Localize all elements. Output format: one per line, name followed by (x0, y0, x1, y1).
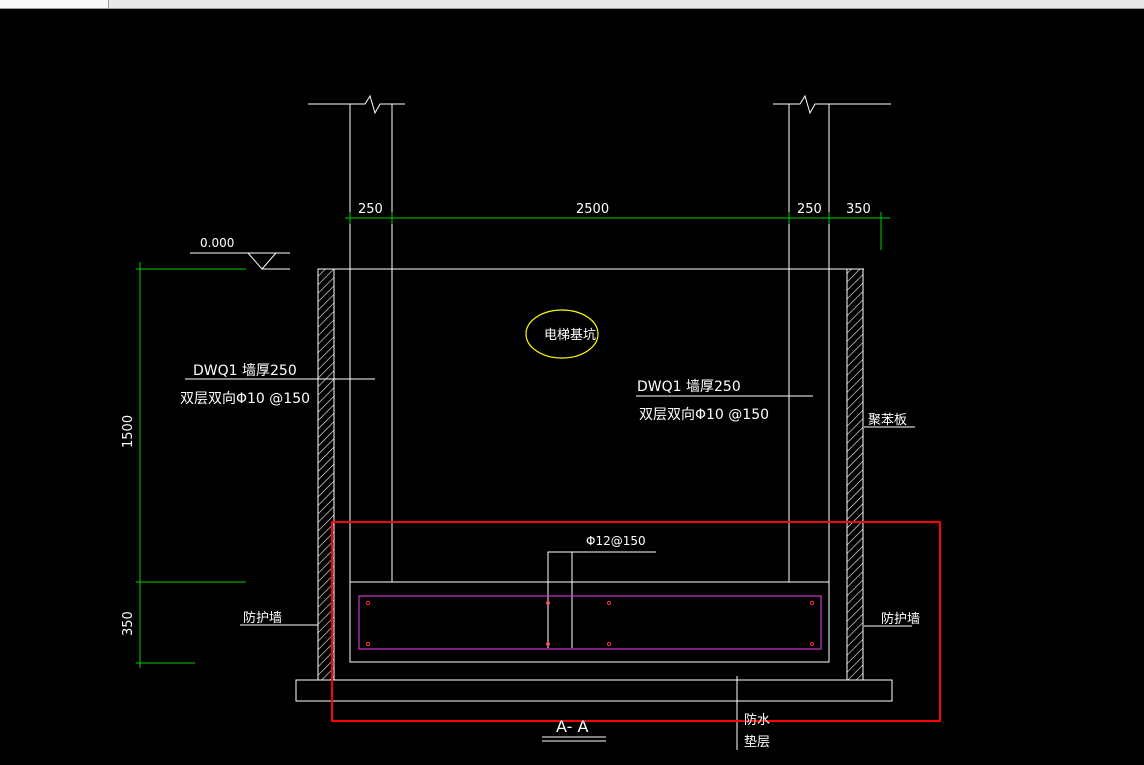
rebar-points (365, 600, 815, 647)
dim-text-wall-right: 250 (797, 202, 822, 217)
rebar-point (545, 641, 551, 647)
left-break-line (308, 94, 405, 115)
protect-wall-left-hatch (318, 269, 334, 680)
cad-drawing-canvas[interactable]: 250 2500 250 350 1500 350 0.000 电梯基坑 DWQ… (0, 9, 1144, 765)
protect-wall-right-label: 防护墙 (881, 611, 920, 627)
rebar-cage (358, 595, 822, 650)
waterproof-label-1: 防水 (744, 712, 770, 728)
rebar-point (606, 600, 612, 606)
rebar-label: Φ12@150 (586, 534, 646, 548)
wall-note-right-line2: 双层双向Φ10 @150 (639, 407, 769, 423)
pit-label: 电梯基坑 (544, 328, 596, 343)
structure-lines (185, 94, 915, 750)
dim-text-height-lower: 350 (121, 611, 136, 636)
dim-text-height-upper: 1500 (121, 415, 136, 448)
section-label: A- A (556, 717, 588, 736)
pit-ellipse (525, 309, 599, 359)
rebar-point (545, 600, 551, 606)
right-board-label: 聚苯板 (868, 413, 907, 428)
dim-text-wall-left: 250 (358, 202, 383, 217)
rebar-point (606, 641, 612, 647)
wall-note-left-line2: 双层双向Φ10 @150 (180, 391, 310, 407)
right-break-line (773, 94, 891, 115)
rebar-point (809, 600, 815, 606)
waterproof-label-2: 垫层 (744, 734, 770, 750)
wall-note-right-line1: DWQ1 墙厚250 (637, 379, 741, 395)
drawing-tab[interactable] (0, 0, 109, 8)
protect-wall-right-hatch (847, 269, 863, 680)
rebar-point (365, 641, 371, 647)
elevation-label: 0.000 (200, 236, 234, 250)
highlight-box[interactable] (331, 521, 941, 722)
dim-text-extra: 350 (846, 202, 871, 217)
cushion-layer (295, 679, 893, 702)
base-slab (349, 581, 830, 663)
rebar-point (809, 641, 815, 647)
dimension-lines (136, 212, 890, 668)
rebar-leader (547, 551, 573, 648)
top-toolbar-strip (0, 0, 1144, 9)
dim-text-pit-width: 2500 (576, 202, 609, 217)
rebar-point (365, 600, 371, 606)
wall-note-left-line1: DWQ1 墙厚250 (193, 363, 297, 379)
protect-wall-left-label: 防护墙 (243, 610, 282, 626)
elevation-triangle (247, 252, 277, 270)
